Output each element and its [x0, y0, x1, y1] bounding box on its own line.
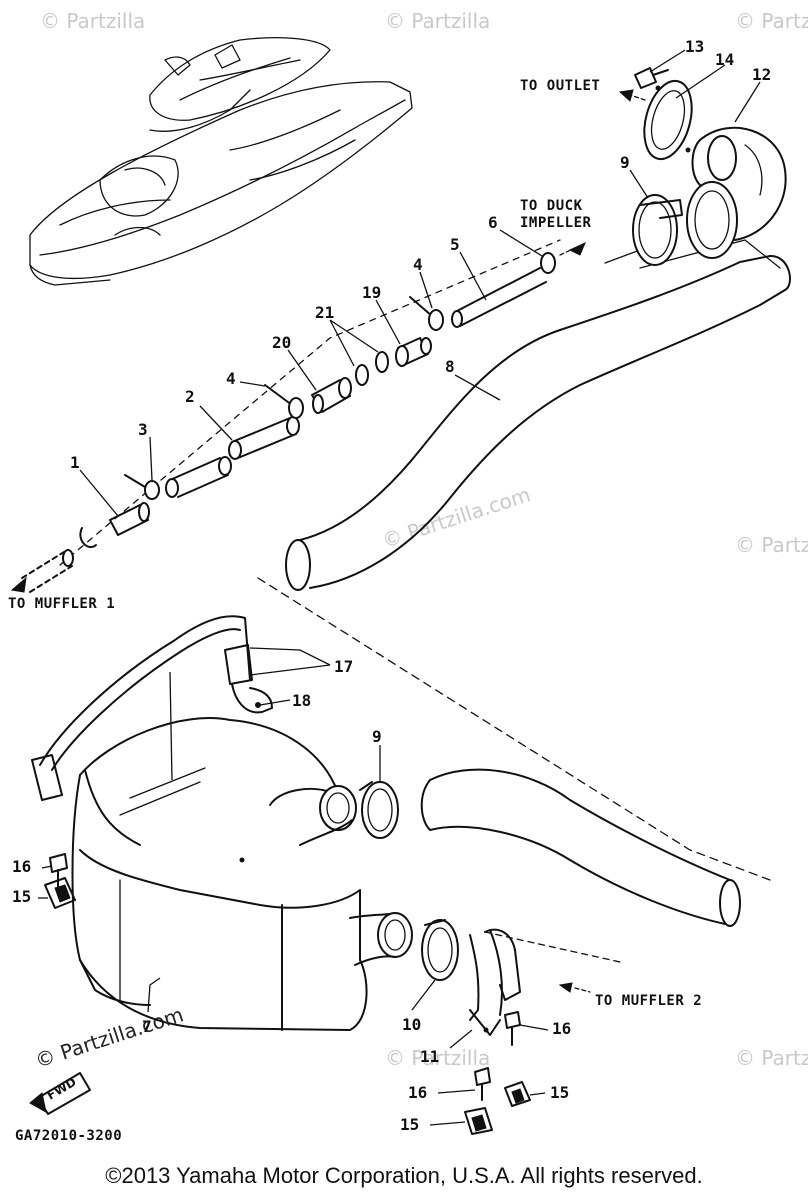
callout-7: 7 [142, 1017, 152, 1036]
callout-5: 5 [450, 235, 460, 254]
part-7-muffler [71, 717, 413, 1031]
callout-1: 1 [70, 453, 80, 472]
label-impeller: IMPELLER [520, 215, 592, 231]
callout-16: 16 [12, 857, 31, 876]
callout-11: 11 [420, 1047, 439, 1066]
part-8-exhaust-hose [285, 239, 791, 591]
part-9-clamp-upper [632, 194, 683, 266]
callout-20: 20 [272, 333, 291, 352]
copyright-notice: ©2013 Yamaha Motor Corporation, U.S.A. A… [105, 1163, 703, 1188]
part-4-clamp-upper [409, 296, 444, 331]
callout-13: 13 [685, 37, 704, 56]
exhaust-hose-lower [420, 768, 741, 927]
watermark: © Partzilla [735, 1046, 808, 1070]
arrow-to-duck [568, 242, 586, 256]
callout-15: 15 [12, 887, 31, 906]
watermark-foreground: © Partzilla.com [32, 1002, 186, 1073]
callout-12: 12 [752, 65, 771, 84]
callout-16: 16 [408, 1083, 427, 1102]
callout-15: 15 [550, 1083, 569, 1102]
watermark: © Partzilla.com [379, 482, 533, 553]
part-13-bolt [634, 67, 669, 89]
watermark-layer: © Partzilla © Partzilla © Partzilla © Pa… [32, 9, 808, 1073]
part-12-elbow-pipe [686, 126, 787, 259]
part-20-fitting [311, 377, 352, 414]
callout-9: 9 [372, 727, 382, 746]
watermark: © Partzilla [735, 9, 808, 33]
part-15-nut-left [44, 877, 76, 909]
callout-8: 8 [445, 357, 455, 376]
callout-4: 4 [413, 255, 423, 274]
callout-18: 18 [292, 691, 311, 710]
leader-lines [38, 49, 761, 1126]
part-14-gasket [643, 79, 693, 161]
callout-19: 19 [362, 283, 381, 302]
part-3-clamp [124, 474, 160, 500]
watermark: © Partzilla [735, 533, 808, 557]
diagram-code: GA72010-3200 [15, 1128, 122, 1144]
callout-4: 4 [226, 369, 236, 388]
part-16-bolt-right [504, 1011, 521, 1046]
callout-17: 17 [334, 657, 353, 676]
watermark: © Partzilla [385, 9, 490, 33]
part-17-strap [31, 615, 253, 801]
fwd-indicator-icon: FWD [29, 1072, 91, 1115]
arrow-to-muffler-2 [558, 982, 573, 993]
part-16-bolt-left [49, 853, 68, 891]
label-to-duck: TO DUCK [520, 198, 583, 214]
muffler-1-pipe [10, 549, 74, 593]
callout-15: 15 [400, 1115, 419, 1134]
label-to-outlet: TO OUTLET [520, 78, 600, 94]
label-to-muffler-1: TO MUFFLER 1 [8, 596, 115, 612]
part-6-clamp [540, 252, 556, 274]
part-9-clamp-lower [359, 781, 399, 839]
callout-3: 3 [138, 420, 148, 439]
callout-10: 10 [402, 1015, 421, 1034]
part-4-clamp-lower [264, 384, 304, 419]
part-19-fitting [395, 337, 432, 367]
part-1-fitting [79, 502, 150, 548]
callout-21: 21 [315, 303, 334, 322]
direction-labels: TO OUTLET TO DUCK IMPELLER TO MUFFLER 1 … [8, 78, 702, 1144]
watermark: © Partzilla [385, 1046, 490, 1070]
callout-2: 2 [185, 387, 195, 406]
part-10-clamp [421, 919, 459, 981]
part-21-washers [355, 351, 389, 386]
callout-16: 16 [552, 1019, 571, 1038]
label-to-muffler-2: TO MUFFLER 2 [595, 993, 702, 1009]
arrow-to-outlet [618, 89, 634, 102]
part-11-bracket [469, 928, 521, 1036]
callout-6: 6 [488, 213, 498, 232]
part-2-hose-lower [165, 456, 232, 498]
part-16-bolt-lower [474, 1067, 491, 1101]
callout-14: 14 [715, 50, 734, 69]
part-15-nut-lower [464, 1107, 493, 1135]
watercraft-illustration [29, 37, 413, 286]
callout-9: 9 [620, 153, 630, 172]
part-18-bracket [231, 683, 273, 714]
callout-numbers: 1 2 3 4 4 5 6 8 9 13 14 12 19 20 21 17 1… [12, 37, 771, 1134]
watermark: © Partzilla [40, 9, 145, 33]
part-15-nut-right [504, 1081, 531, 1107]
part-5-hose [451, 267, 547, 328]
part-2-hose [228, 416, 300, 460]
